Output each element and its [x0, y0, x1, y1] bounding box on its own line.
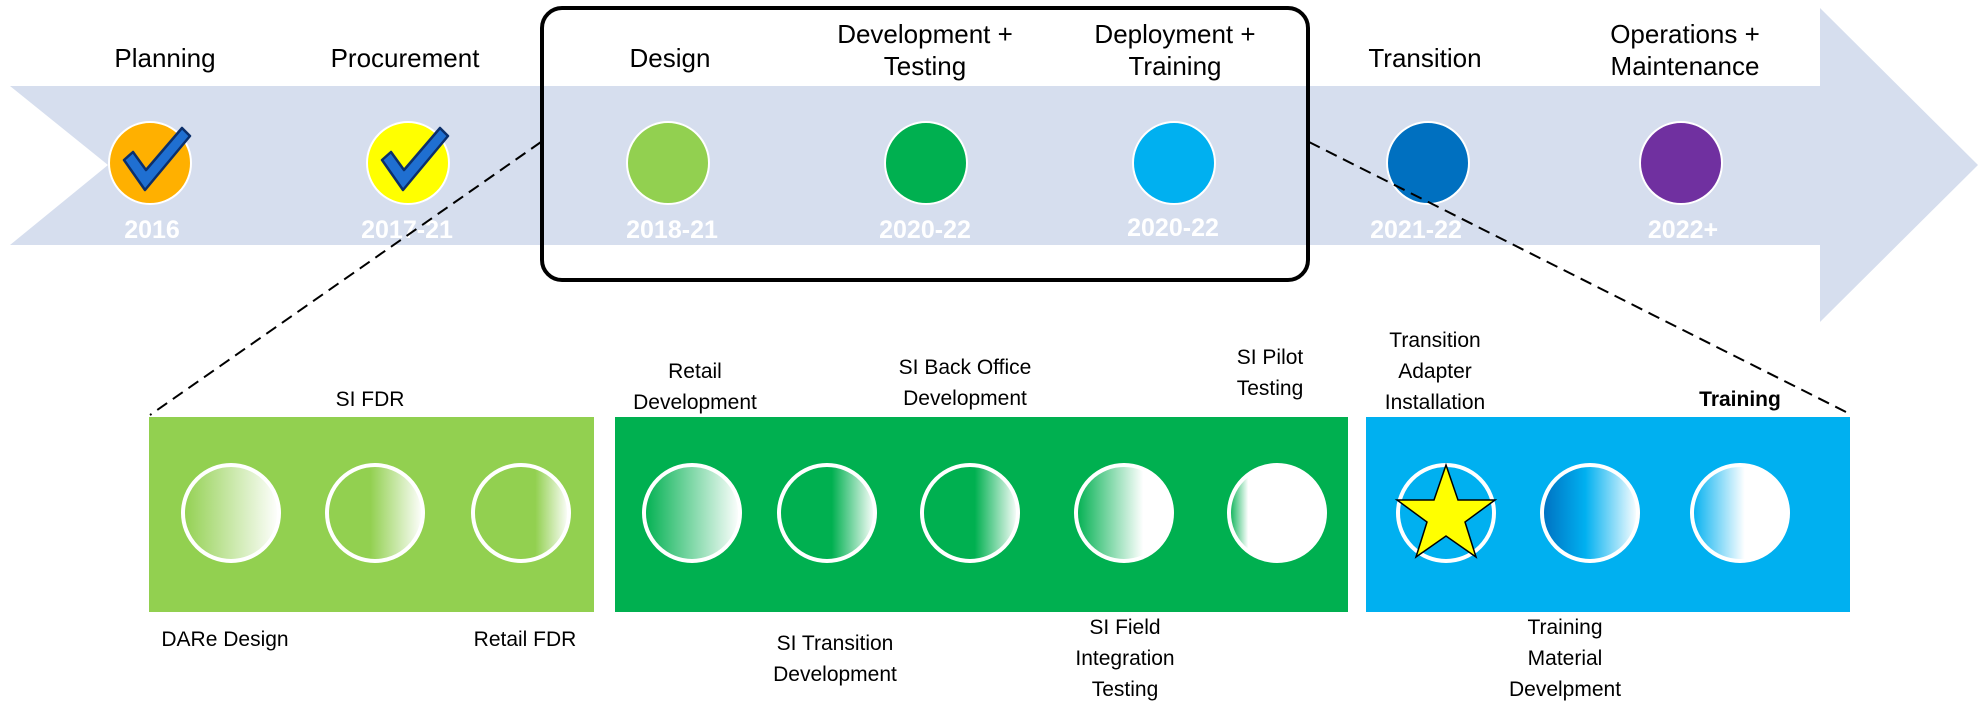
timeline-arrow [10, 8, 1978, 322]
milestone-label-si-back-office: SI Back Office Development [898, 356, 1032, 410]
phase-year: 2020-22 [1127, 214, 1219, 242]
milestone-circle [325, 463, 425, 563]
milestone-circle [1540, 463, 1640, 563]
milestone-circle [920, 463, 1020, 563]
milestone-label-si-pilot-testing: SI Pilot Testing [1236, 346, 1304, 400]
phase-year: 2018-21 [626, 216, 718, 244]
phase-circle-development [884, 121, 968, 205]
milestone-label-training-material-development: Training Material Develpment [1508, 616, 1622, 701]
milestone-circle [181, 463, 281, 563]
phase-label-planning: Planning [114, 43, 216, 73]
milestone-label-si-fdr: SI FDR [335, 388, 405, 411]
milestone-circle [642, 463, 742, 563]
zoom-line-left [149, 141, 542, 416]
milestone-circle [471, 463, 571, 563]
phase-year: 2020-22 [879, 216, 971, 244]
phase-label-transition: Transition [1368, 43, 1482, 73]
star-icon [1394, 462, 1498, 559]
checkmark-icon [122, 126, 192, 192]
milestone-circle [1074, 463, 1174, 563]
phase-year: 2016 [124, 216, 180, 244]
zoom-line-right [1308, 141, 1849, 414]
milestone-circle [777, 463, 877, 563]
phase-circle-transition [1386, 121, 1470, 205]
phase-circle-operations [1639, 121, 1723, 205]
phase-label-deployment: Deployment + Training [1094, 19, 1256, 81]
phase-label-design: Design [629, 43, 711, 73]
phase-label-operations: Operations + Maintenance [1610, 19, 1760, 81]
phase-circle-design [626, 121, 710, 205]
focus-box [540, 6, 1310, 282]
milestone-circle [1690, 463, 1790, 563]
milestone-label-retail-development: Retail Development [633, 360, 757, 414]
milestone-label-dare-design: DARe Design [161, 628, 289, 651]
phase-label-procurement: Procurement [330, 43, 480, 73]
phase-year: 2017-21 [361, 216, 453, 244]
milestone-label-si-transition-development: SI Transition Development [773, 632, 897, 686]
milestone-circle [1227, 463, 1327, 563]
phase-label-development: Development + Testing [837, 19, 1013, 81]
milestone-label-transition-adapter-installation: Transition Adapter Installation [1384, 329, 1486, 414]
phase-year: 2022+ [1648, 216, 1718, 244]
phase-circle-deployment [1132, 121, 1216, 205]
milestone-label-training: Training [1699, 388, 1781, 411]
milestone-label-si-field-integration-testing: SI Field Integration Testing [1075, 616, 1175, 701]
milestone-label-retail-fdr: Retail FDR [473, 628, 577, 651]
phase-year: 2021-22 [1370, 216, 1462, 244]
checkmark-icon [380, 126, 450, 192]
